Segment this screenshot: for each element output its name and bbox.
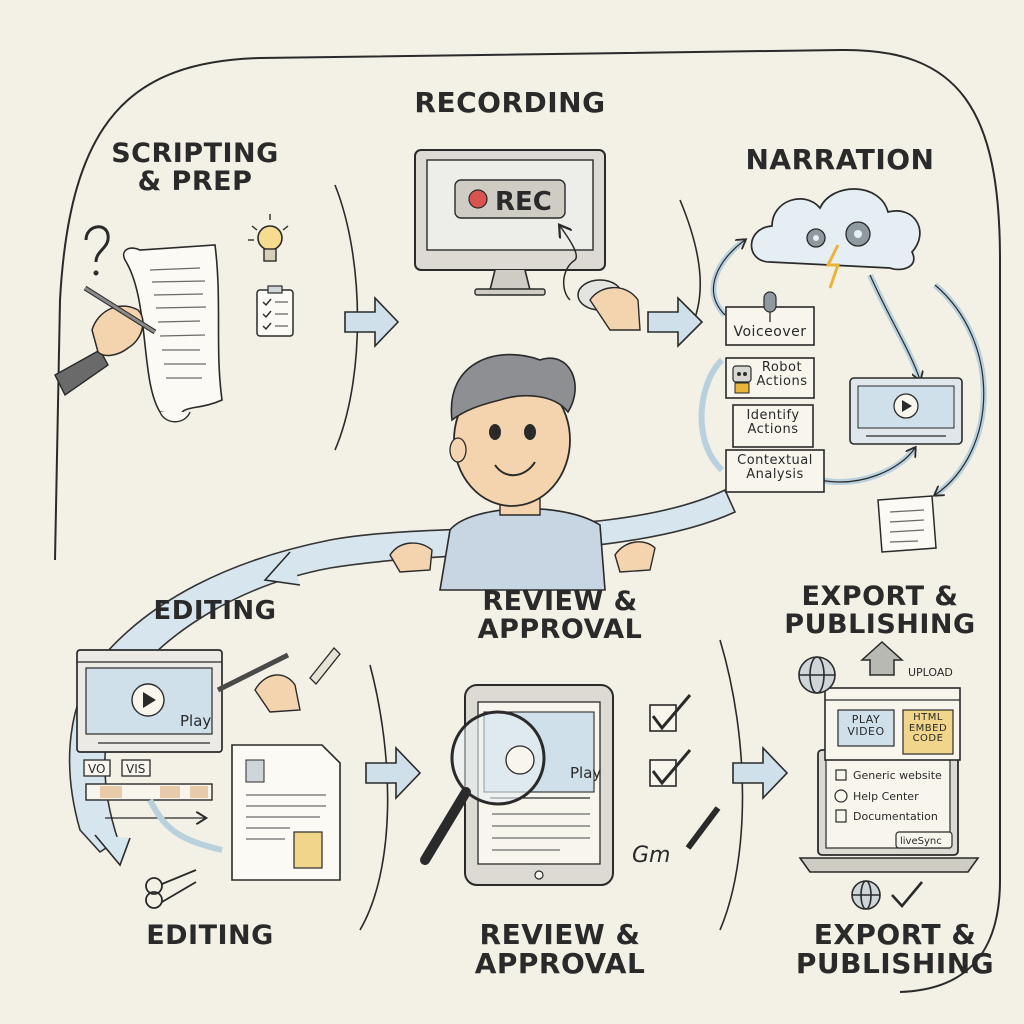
editing-pen-hand-icon xyxy=(216,647,341,713)
monitor-icon xyxy=(414,149,606,296)
editor-window-icon xyxy=(76,649,223,753)
mouse-hand-icon xyxy=(577,279,641,331)
stage-title-review-top: REVIEW & APPROVAL xyxy=(477,586,643,646)
export-target: Documentation xyxy=(853,810,938,823)
flow-arrow xyxy=(732,746,789,800)
divider-curve xyxy=(359,664,389,931)
bottom-globe-icon xyxy=(851,880,881,910)
checkmark-icon xyxy=(651,694,692,786)
export-target: Help Center xyxy=(853,790,919,803)
timeline-track xyxy=(83,759,213,818)
flow-arrow xyxy=(344,296,400,348)
stage-title-review-bottom: REVIEW & APPROVAL xyxy=(474,918,646,981)
stage-title-editing-top: EDITING xyxy=(153,596,277,626)
writing-hand-icon xyxy=(54,285,157,397)
flow-arrow xyxy=(647,296,704,348)
document-scroll-icon xyxy=(877,495,937,553)
editing-curve-arrow xyxy=(147,798,223,853)
cloud-processing-icon xyxy=(750,188,921,289)
checklist-clipboard-icon xyxy=(256,285,294,337)
bottom-checkmark-icon xyxy=(891,881,923,908)
script-scroll-icon xyxy=(122,244,223,423)
question-mark-icon xyxy=(84,225,110,276)
signing-pen-icon xyxy=(685,806,721,850)
upload-label: UPLOAD xyxy=(908,666,953,679)
globe-icon xyxy=(798,656,836,694)
livesync-badge xyxy=(895,831,953,849)
stage-title-export-bottom: EXPORT & PUBLISHING xyxy=(795,918,995,981)
editing-document-icon xyxy=(231,744,341,881)
banner-arrow-tip xyxy=(94,834,131,867)
lightbulb-icon xyxy=(248,214,289,262)
microphone-icon xyxy=(763,291,777,322)
stage-title-recording: RECORDING xyxy=(414,86,606,119)
laptop-icon xyxy=(798,749,980,873)
video-player-icon xyxy=(849,377,963,445)
pointer-curve xyxy=(560,226,577,301)
stage-title-scripting: SCRIPTING & PREP xyxy=(111,138,279,198)
narration-step-identify-actions: Identify Actions xyxy=(746,408,800,437)
presenter-figure xyxy=(389,353,656,591)
editing-play-label: Play xyxy=(180,712,211,730)
robot-icon xyxy=(732,365,752,394)
scissors-icon xyxy=(145,869,197,909)
narration-step-voiceover: Voiceover xyxy=(733,324,807,340)
stage-title-export-top: EXPORT & PUBLISHING xyxy=(784,581,976,641)
stage-title-editing-bottom: EDITING xyxy=(146,920,274,951)
magnifying-glass-icon xyxy=(420,710,546,865)
narration-step-boxes xyxy=(725,306,825,493)
signature: Gm xyxy=(632,843,670,868)
track-vo-label: VO xyxy=(88,762,105,776)
export-target: Generic website xyxy=(853,769,942,782)
divider-curve xyxy=(719,639,744,931)
livesync-label: liveSync xyxy=(900,836,942,847)
stage-title-narration: NARRATION xyxy=(745,143,935,176)
rec-label: REC xyxy=(495,187,552,217)
flow-arrow xyxy=(365,746,422,800)
upload-arrow-icon xyxy=(860,640,904,676)
play-video-label: PLAY VIDEO xyxy=(847,713,885,738)
narration-loop-arrows-outline xyxy=(713,240,985,495)
narration-step-contextual-analysis: Contextual Analysis xyxy=(737,453,813,482)
outer-loop-frame xyxy=(59,48,1001,993)
track-vis-label: VIS xyxy=(126,762,145,776)
narration-step-robot-actions: Robot Actions xyxy=(756,360,808,389)
bullet-icons xyxy=(834,769,848,823)
banner-arrow-tip xyxy=(263,551,301,586)
browser-window-icon xyxy=(824,687,961,761)
banner-ribbon xyxy=(68,488,737,854)
review-play-label: Play xyxy=(570,764,601,782)
html-embed-label: HTML EMBED CODE xyxy=(908,712,948,744)
